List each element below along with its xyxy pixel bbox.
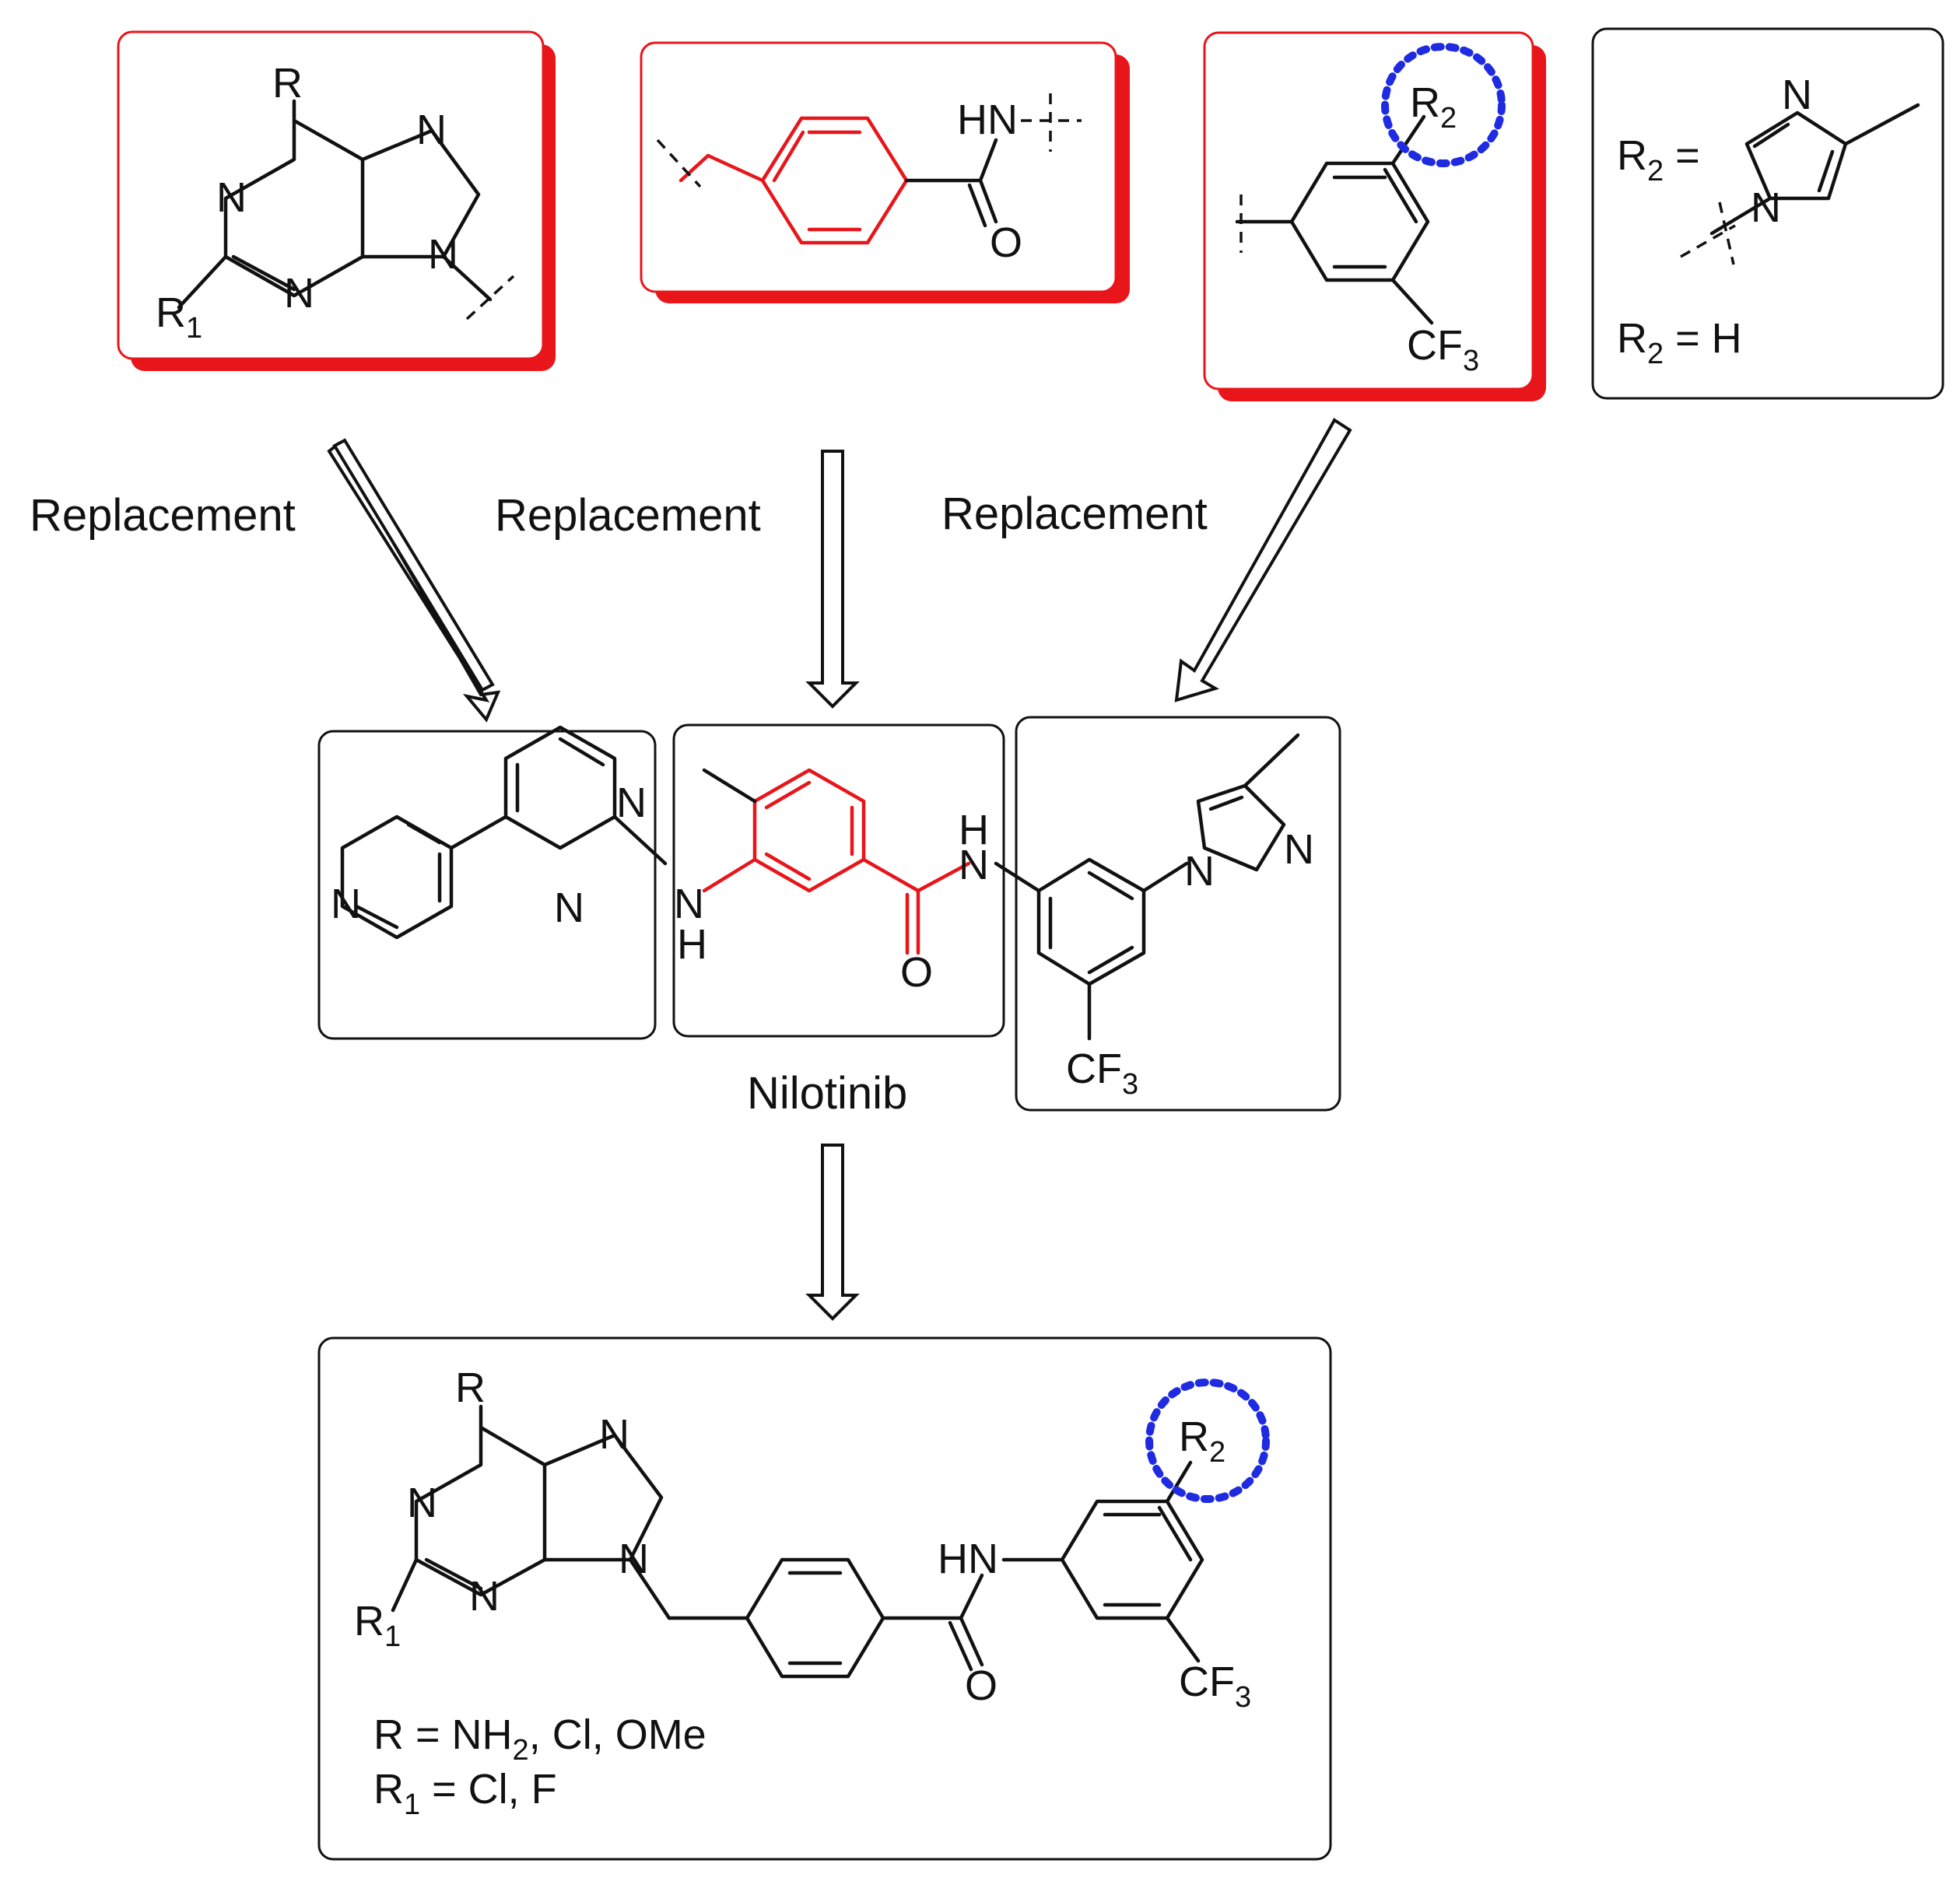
designed-N3: N [469, 1573, 500, 1620]
replacement-arrow-3 [1174, 418, 1352, 702]
designed-R1: R1 [354, 1598, 401, 1653]
nilotinib-box-center: N H O N H [672, 723, 1005, 1038]
imidazole-N1: N [1751, 184, 1781, 231]
fragment-box-purine: R N N N N R1 [117, 30, 556, 371]
designed-O: O [965, 1662, 998, 1709]
replacement-arrow-2 [805, 450, 860, 709]
benzamide-HN: HN [957, 96, 1018, 143]
benzamide-O: O [990, 219, 1022, 266]
purine-N9: N [428, 231, 458, 278]
r2-h-option: R2 = H [1617, 315, 1742, 370]
purine-N1: N [216, 174, 247, 221]
nilotinib-box-left: N N N [317, 725, 668, 1040]
purine-R-label: R [272, 60, 303, 107]
designed-compound-box: R N N N N R1 HN O R2 CF3 R = NH2, Cl, OM… [317, 1336, 1332, 1861]
imidazole-N3: N [1782, 72, 1812, 118]
amide-O: O [900, 949, 933, 996]
purine-N3: N [284, 270, 314, 317]
designed-N7: N [599, 1411, 629, 1458]
aniline-N: N [674, 881, 704, 927]
aryl-CF3-label: CF3 [1407, 322, 1479, 377]
pyridine-N: N [331, 881, 361, 927]
designed-CF3: CF3 [1179, 1659, 1251, 1714]
fragment-box-aryl-cf3: R2 CF3 [1203, 31, 1546, 401]
amide-H: H [959, 807, 989, 853]
replacement-label-3: Replacement [941, 489, 1208, 539]
purine-R1-label: R1 [156, 289, 202, 345]
down-arrow [805, 1144, 860, 1321]
pyrimidine-N1: N [616, 779, 647, 826]
r2-highlight-circle-bottom [1145, 1378, 1270, 1503]
designed-R2: R2 [1179, 1413, 1225, 1469]
aryl-R2-label: R2 [1410, 79, 1457, 135]
nilotinib-label: Nilotinib [747, 1068, 907, 1119]
r2-definition-box: R2 = N N R2 = H [1591, 27, 1944, 400]
replacement-label-1: Replacement [30, 490, 296, 541]
r2-highlight-circle-top [1381, 43, 1506, 167]
amide-N: N [959, 842, 989, 888]
pyrimidine-N3: N [554, 884, 584, 931]
designed-R: R [455, 1364, 486, 1411]
designed-N1: N [407, 1480, 437, 1526]
designed-HN: HN [938, 1536, 998, 1582]
nilotinib-CF3: CF3 [1066, 1046, 1138, 1101]
r-definition: R = NH2, Cl, OMe [373, 1711, 707, 1767]
purine-N7: N [416, 107, 447, 153]
r2-def-label: R2 = [1617, 132, 1700, 187]
r1-definition: R1 = Cl, F [373, 1766, 557, 1821]
aniline-H: H [677, 921, 707, 968]
nilotinib-box-right: N N CF3 [994, 716, 1341, 1112]
fragment-box-benzamide: HN O [640, 41, 1130, 303]
designed-N9: N [619, 1536, 649, 1582]
replacement-arrow-1 [327, 438, 501, 723]
imidazole-N1-nilotinib: N [1184, 848, 1215, 895]
imidazole-N3-nilotinib: N [1284, 826, 1314, 873]
replacement-label-2: Replacement [495, 490, 761, 541]
